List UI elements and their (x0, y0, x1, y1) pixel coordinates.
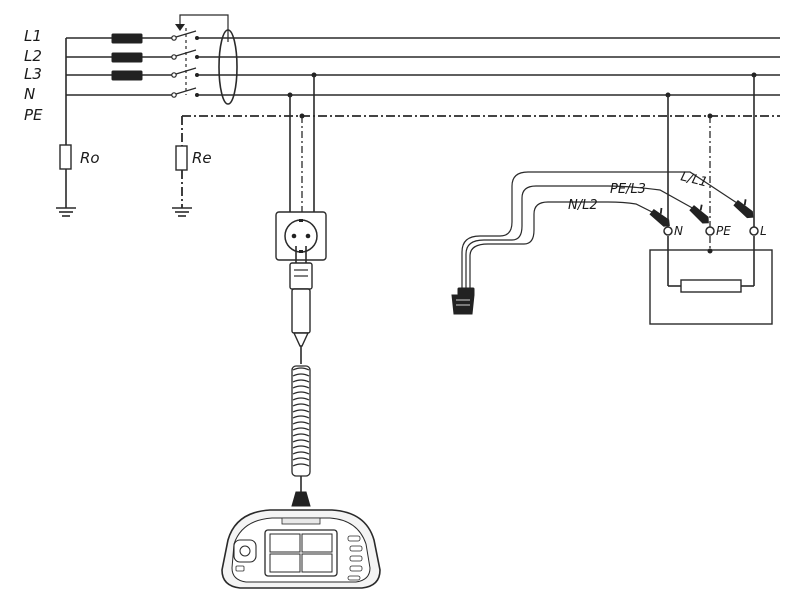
crocodile-clip-icon (649, 199, 754, 227)
fuse-l1 (111, 33, 143, 44)
label-pe: PE (24, 106, 43, 124)
terminal-pe (705, 226, 715, 236)
resistor-ro: Ro (59, 144, 100, 208)
label-terminal-l: L (760, 224, 767, 238)
line-labels: L1 L2 L3 N PE (24, 27, 43, 124)
switch-icon (171, 28, 199, 98)
label-l1: L1 (24, 27, 42, 45)
instrument-buttons (347, 535, 363, 581)
coiled-cable-icon (291, 365, 311, 507)
ground-icon (172, 207, 192, 217)
socket-outlet-icon (275, 211, 327, 261)
mains-bus (65, 37, 780, 148)
test-instrument-icon (221, 509, 381, 589)
fuse-l2 (111, 52, 143, 63)
label-terminal-pe: PE (716, 224, 731, 238)
load-feed (665, 72, 757, 228)
schuko-plug-icon (289, 246, 313, 364)
label-pe-l3: PE/L3 (610, 182, 646, 197)
load-enclosure (649, 236, 773, 325)
label-l-l1: L/L1 (679, 169, 709, 190)
terminals: N PE L (663, 224, 767, 238)
ground-icon (56, 207, 76, 217)
socket-feed (287, 72, 317, 212)
label-n: N (24, 85, 35, 103)
label-n-l2: N/L2 (568, 198, 598, 213)
rcd-toroid-icon (175, 14, 238, 105)
label-l3: L3 (24, 65, 42, 83)
resistor-re: Re (175, 145, 212, 208)
fuse-icon (111, 33, 143, 81)
label-re: Re (192, 149, 212, 167)
fuse-l3 (111, 70, 143, 81)
test-leads (461, 171, 741, 290)
label-ro: Ro (80, 149, 100, 167)
terminal-l (749, 226, 759, 236)
lead-labels: L/L1 PE/L3 N/L2 (568, 169, 709, 213)
instrument-display (264, 529, 338, 577)
terminal-n (663, 226, 673, 236)
lead-connector-icon (451, 287, 475, 315)
instrument-dpad (233, 539, 257, 572)
load-resistor (680, 279, 742, 293)
label-l2: L2 (24, 47, 42, 65)
label-terminal-n: N (674, 224, 683, 238)
